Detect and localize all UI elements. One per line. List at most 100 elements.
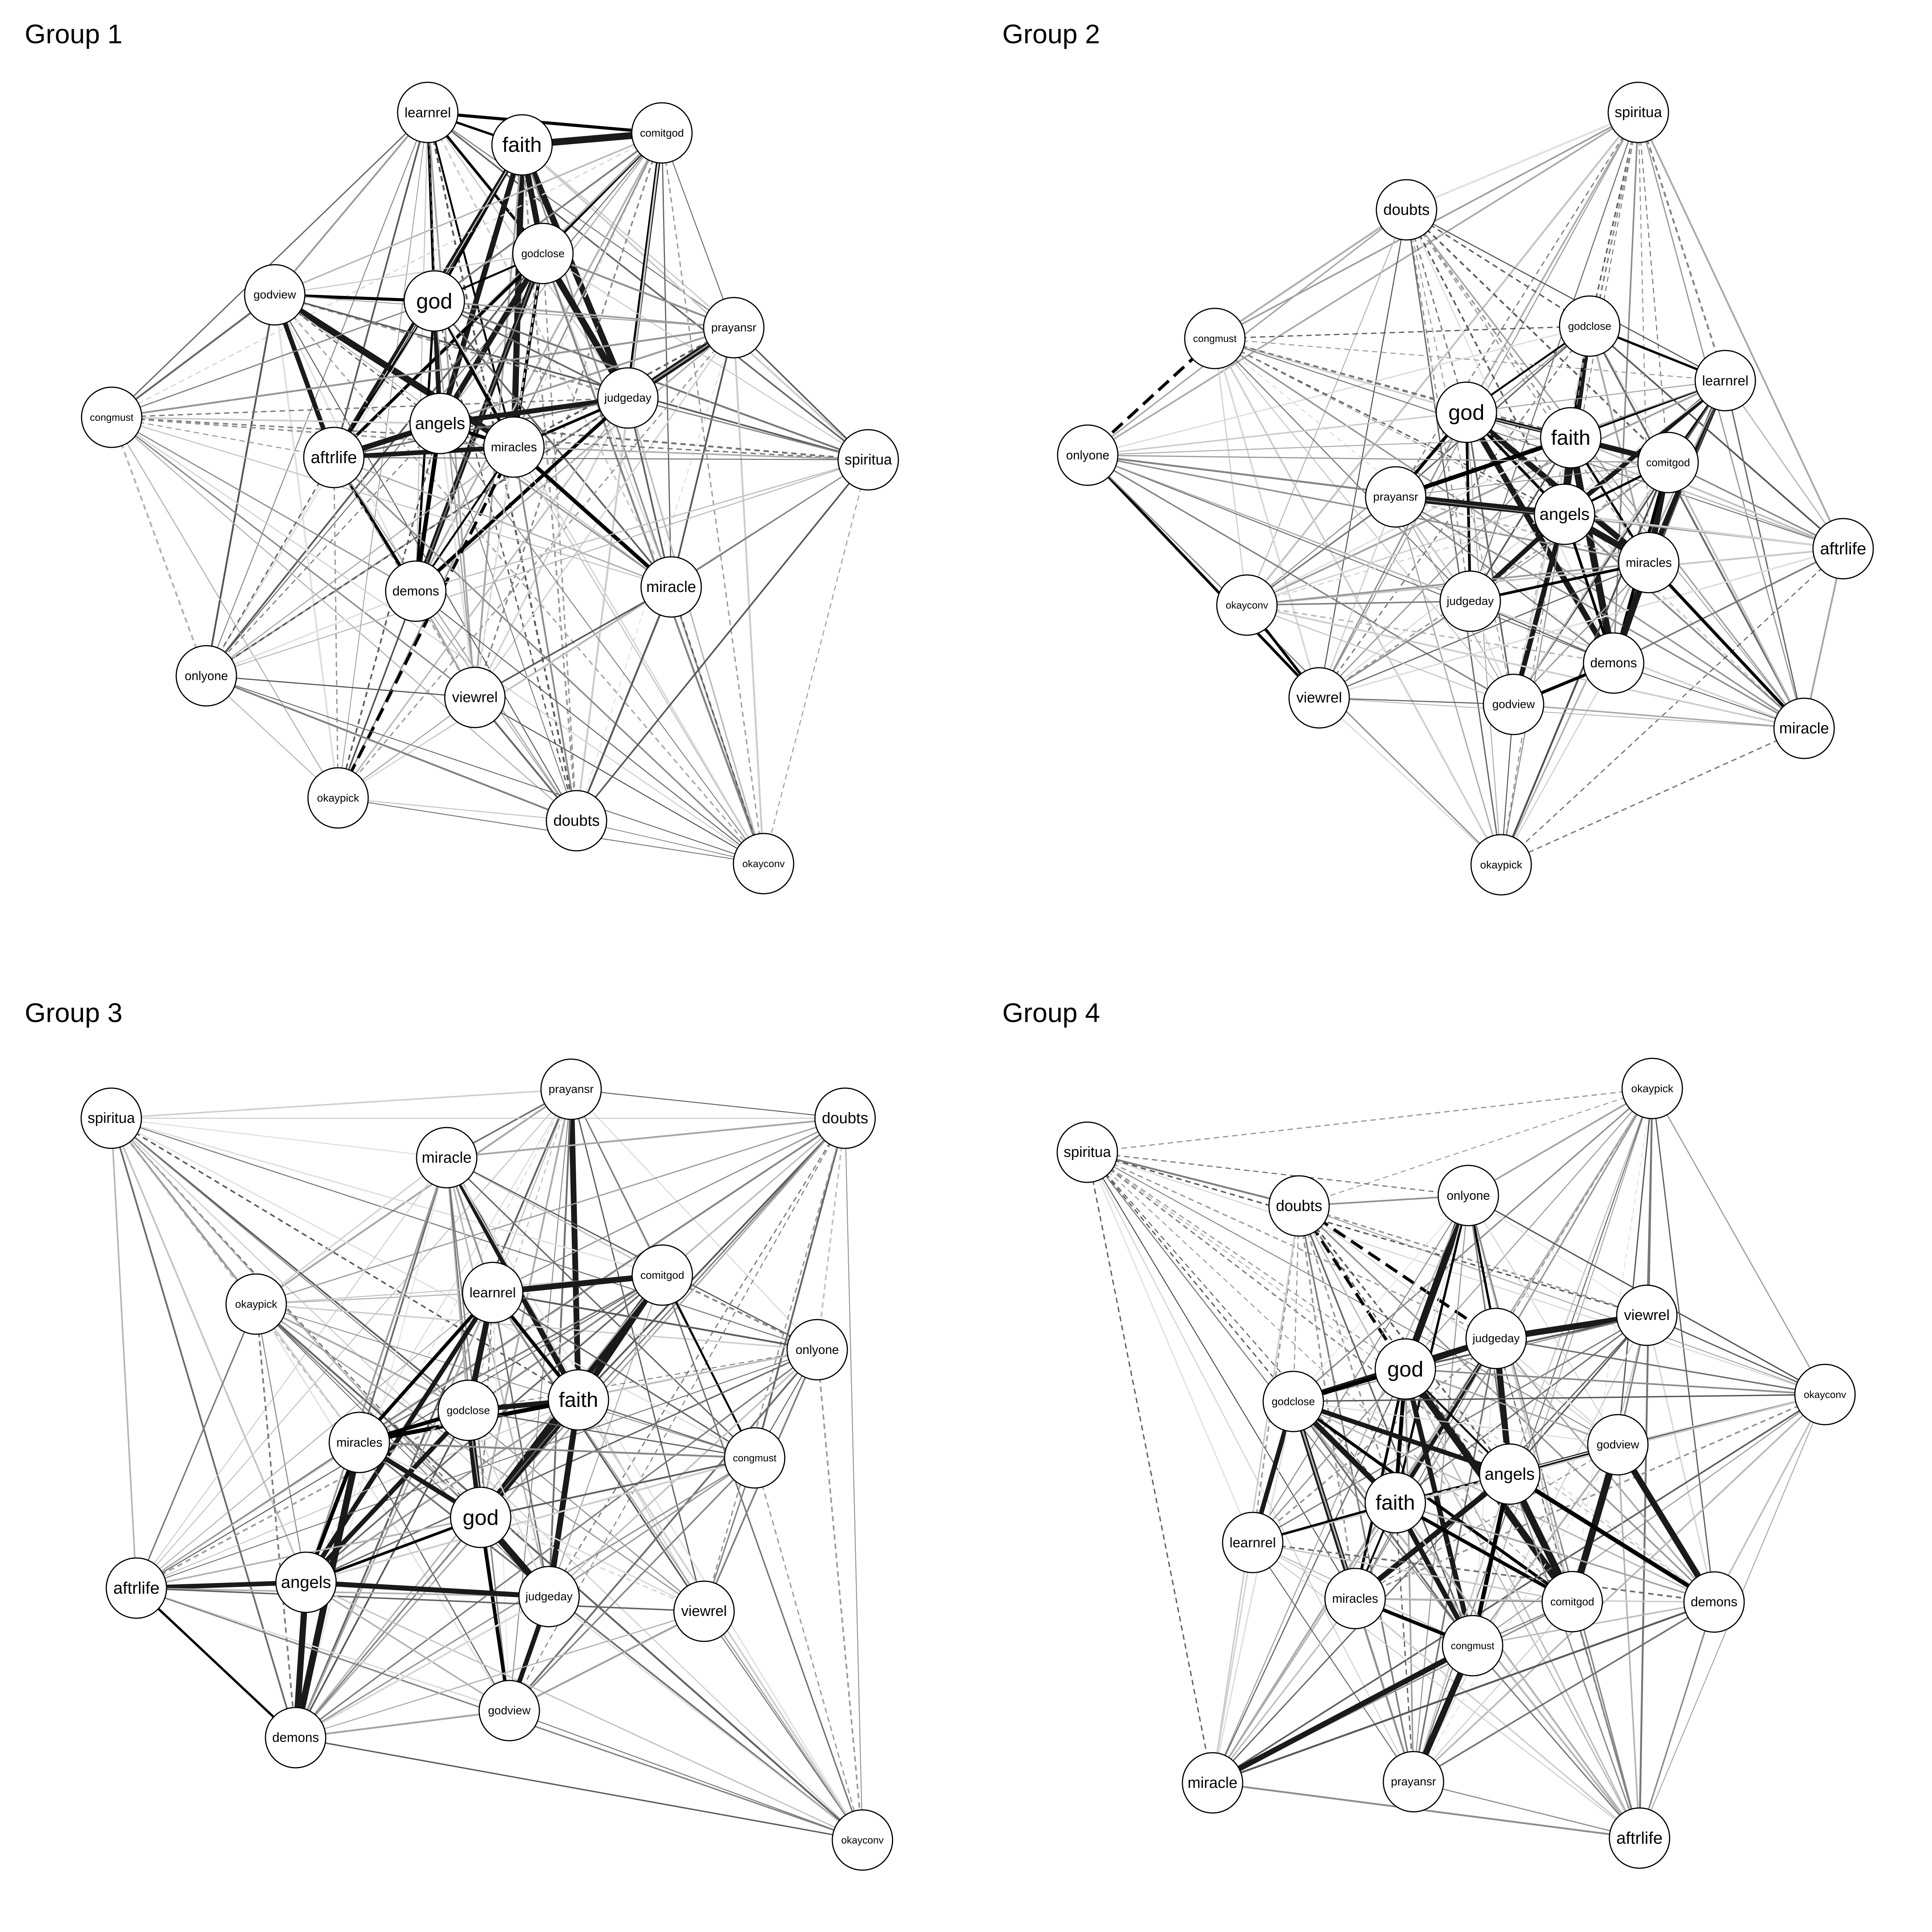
edge-godview-miracle: [1513, 704, 1804, 729]
node-label-god: god: [463, 1505, 498, 1530]
node-circle-prayansr: [703, 297, 765, 359]
node-label-congmust: congmust: [90, 412, 134, 423]
edge-god-learnrel: [1252, 1368, 1406, 1543]
edge-onlyone-viewrel: [206, 675, 475, 698]
edge-congmust-faith: [1214, 338, 1571, 439]
node-label-godview: godview: [1597, 1439, 1639, 1451]
node-doubts: doubts: [814, 1087, 876, 1149]
node-godclose: godclose: [1262, 1371, 1324, 1432]
edge-god-onlyone: [1087, 412, 1467, 456]
edge-comitgod-congmust: [661, 1274, 756, 1459]
node-label-congmust: congmust: [1193, 333, 1237, 344]
edge-okaypick-spiritua: [1087, 1088, 1653, 1153]
node-label-godclose: godclose: [521, 248, 565, 260]
edge-spiritua-prayansr: [1395, 112, 1639, 497]
node-miracles: miracles: [1618, 532, 1680, 594]
edge-god-miracle: [1466, 412, 1805, 729]
edge-god-aftrlife: [333, 300, 435, 458]
edge-okaypick-angels: [255, 1304, 307, 1583]
edge-prayansr-viewrel: [1318, 497, 1396, 698]
edge-god-aftrlife: [1405, 1369, 1640, 1838]
edge-doubts-congmust: [1298, 1206, 1473, 1646]
edge-judgeday-prayansr: [1412, 1338, 1497, 1782]
node-label-god: god: [416, 289, 452, 313]
edge-congmust-okayconv: [754, 1458, 863, 1840]
node-circle-aftrlife: [303, 427, 365, 488]
edge-congmust-onlyone: [111, 417, 207, 676]
edge-congmust-okaypick: [1214, 338, 1502, 866]
edge-onlyone-viewrel: [1468, 1195, 1647, 1316]
node-godclose: godclose: [1559, 295, 1621, 357]
edge-angels-godview: [1511, 514, 1567, 705]
edge-okaypick-doubts: [1299, 1088, 1653, 1207]
node-circle-aftrlife: [1812, 518, 1874, 580]
edge-congmust-okayconv: [1214, 338, 1248, 605]
node-circle-faith: [1540, 407, 1602, 469]
edge-miracles-aftrlife: [136, 1442, 360, 1589]
node-label-godview: godview: [253, 289, 296, 301]
edge-okaypick-judgeday: [256, 1304, 549, 1597]
node-circle-comitgod: [631, 102, 693, 164]
edge-godclose-congmust: [1214, 325, 1590, 339]
edge-learnrel-aftrlife: [1252, 1542, 1640, 1838]
edge-doubts-faith: [578, 1117, 846, 1401]
edge-okayconv-miracle: [1212, 1394, 1826, 1784]
panel-title-group-4: Group 4: [1002, 998, 1100, 1028]
edge-okaypick-aftrlife: [1638, 1088, 1653, 1838]
edge-prayansr-okaypick: [1395, 497, 1502, 865]
edge-godclose-miracle: [1212, 1401, 1294, 1783]
edge-doubts-viewrel: [703, 1118, 846, 1612]
node-label-prayansr: prayansr: [1391, 1776, 1436, 1788]
node-miracle: miracle: [1773, 697, 1835, 759]
node-circle-demons: [385, 560, 447, 622]
edge-onlyone-godclose: [1293, 1195, 1469, 1402]
edge-godclose-doubts: [542, 253, 577, 821]
node-circle-miracle: [640, 556, 702, 618]
node-circle-prayansr: [1365, 466, 1427, 528]
node-circle-god: [403, 270, 465, 332]
edge-learnrel-prayansr: [1252, 1542, 1414, 1782]
node-label-viewrel: viewrel: [1296, 690, 1342, 706]
edge-judgeday-miracle: [627, 398, 672, 587]
node-label-demons: demons: [1691, 1595, 1738, 1609]
edge-doubts-onlyone: [1087, 209, 1407, 456]
edge-miracles-viewrel: [359, 1442, 704, 1612]
node-circle-viewrel: [444, 667, 506, 728]
node-spiritua: spiritua: [837, 429, 899, 491]
edge-prayansr-miracle: [670, 327, 735, 587]
node-circle-okaypick: [307, 767, 369, 829]
node-label-godclose: godclose: [1568, 320, 1611, 332]
node-congmust: congmust: [724, 1427, 786, 1489]
edge-okaypick-godview: [1617, 1088, 1653, 1445]
node-label-faith: faith: [1551, 426, 1590, 449]
edge-viewrel-godclose: [1293, 1315, 1647, 1402]
edge-spiritua-aftrlife: [111, 1118, 137, 1588]
edge-comitgod-prayansr: [661, 133, 735, 328]
node-circle-aftrlife: [105, 1557, 167, 1619]
node-circle-miracles: [1324, 1568, 1386, 1629]
node-circle-learnrel: [397, 82, 459, 143]
node-circle-judgeday: [597, 367, 659, 429]
edge-viewrel-okayconv: [703, 1611, 863, 1840]
edge-comitgod-miracles: [359, 1274, 663, 1443]
edge-viewrel-okayconv: [474, 697, 764, 864]
edge-miracles-doubts: [513, 447, 578, 821]
edge-doubts-viewrel: [1318, 209, 1407, 698]
edge-god-godview: [479, 1517, 511, 1711]
edge-congmust-miracle: [111, 417, 672, 588]
edge-faith-demons: [1567, 437, 1617, 664]
node-angels: angels: [275, 1551, 337, 1613]
edge-spiritua-onlyone: [1087, 112, 1639, 456]
node-miracle: miracle: [416, 1127, 478, 1189]
edge-faith-judgeday: [1469, 437, 1571, 602]
edge-okayconv-congmust: [1472, 1394, 1825, 1646]
node-comitgod: comitgod: [1637, 432, 1699, 493]
node-label-faith: faith: [1376, 1491, 1415, 1514]
node-circle-viewrel: [1288, 667, 1350, 729]
edge-learnrel-okayconv: [1247, 379, 1726, 606]
node-congmust: congmust: [1442, 1615, 1503, 1677]
edge-faith-aftrlife: [1395, 1502, 1640, 1839]
node-label-prayansr: prayansr: [711, 321, 757, 334]
edge-comitgod-godview: [1513, 462, 1669, 705]
edge-prayansr-demons: [415, 327, 735, 592]
